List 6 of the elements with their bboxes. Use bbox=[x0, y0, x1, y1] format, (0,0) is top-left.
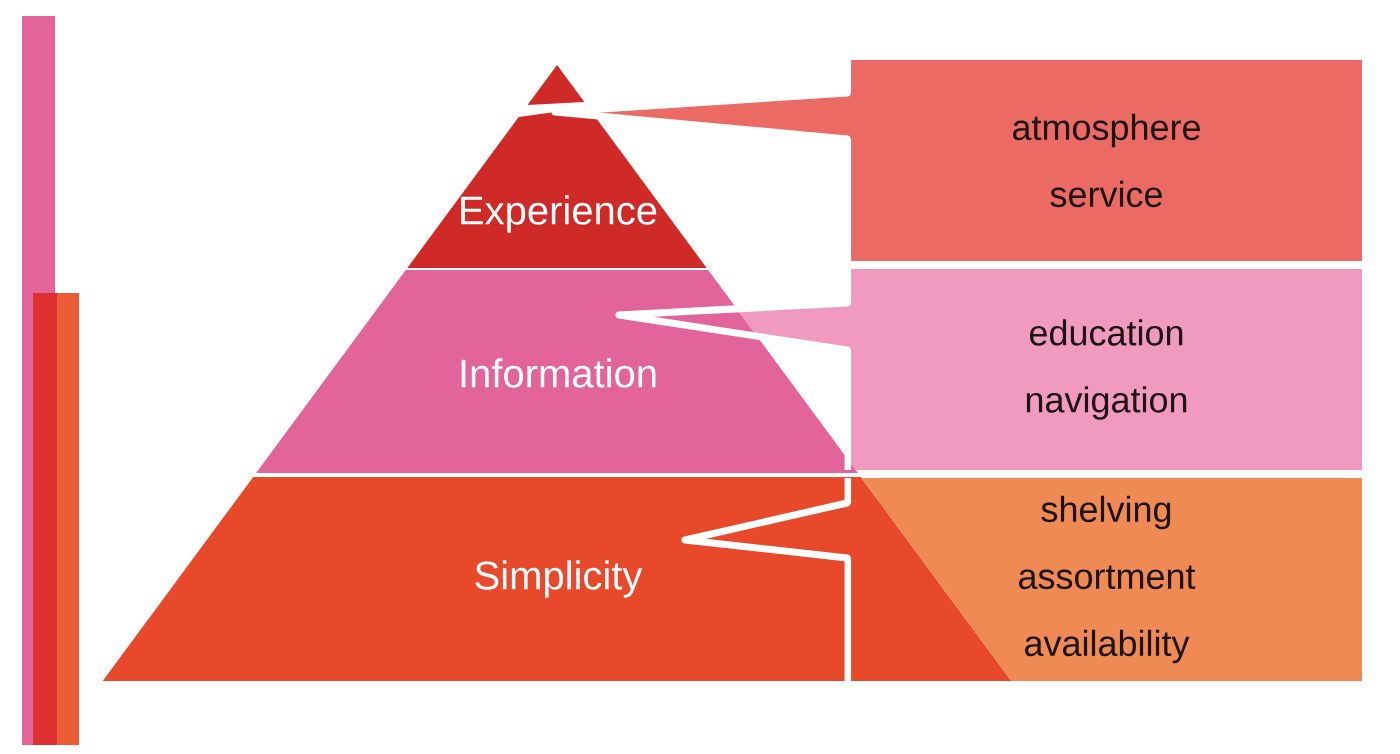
callout-pointer bbox=[681, 499, 851, 562]
pyramid-tier: Experience bbox=[407, 109, 707, 268]
callout-box: education navigation bbox=[736, 269, 1363, 470]
pyramid-tier: Simplicity bbox=[102, 477, 1012, 681]
pyramid-tip bbox=[527, 65, 585, 105]
pyramid-tier: Information bbox=[256, 270, 858, 473]
